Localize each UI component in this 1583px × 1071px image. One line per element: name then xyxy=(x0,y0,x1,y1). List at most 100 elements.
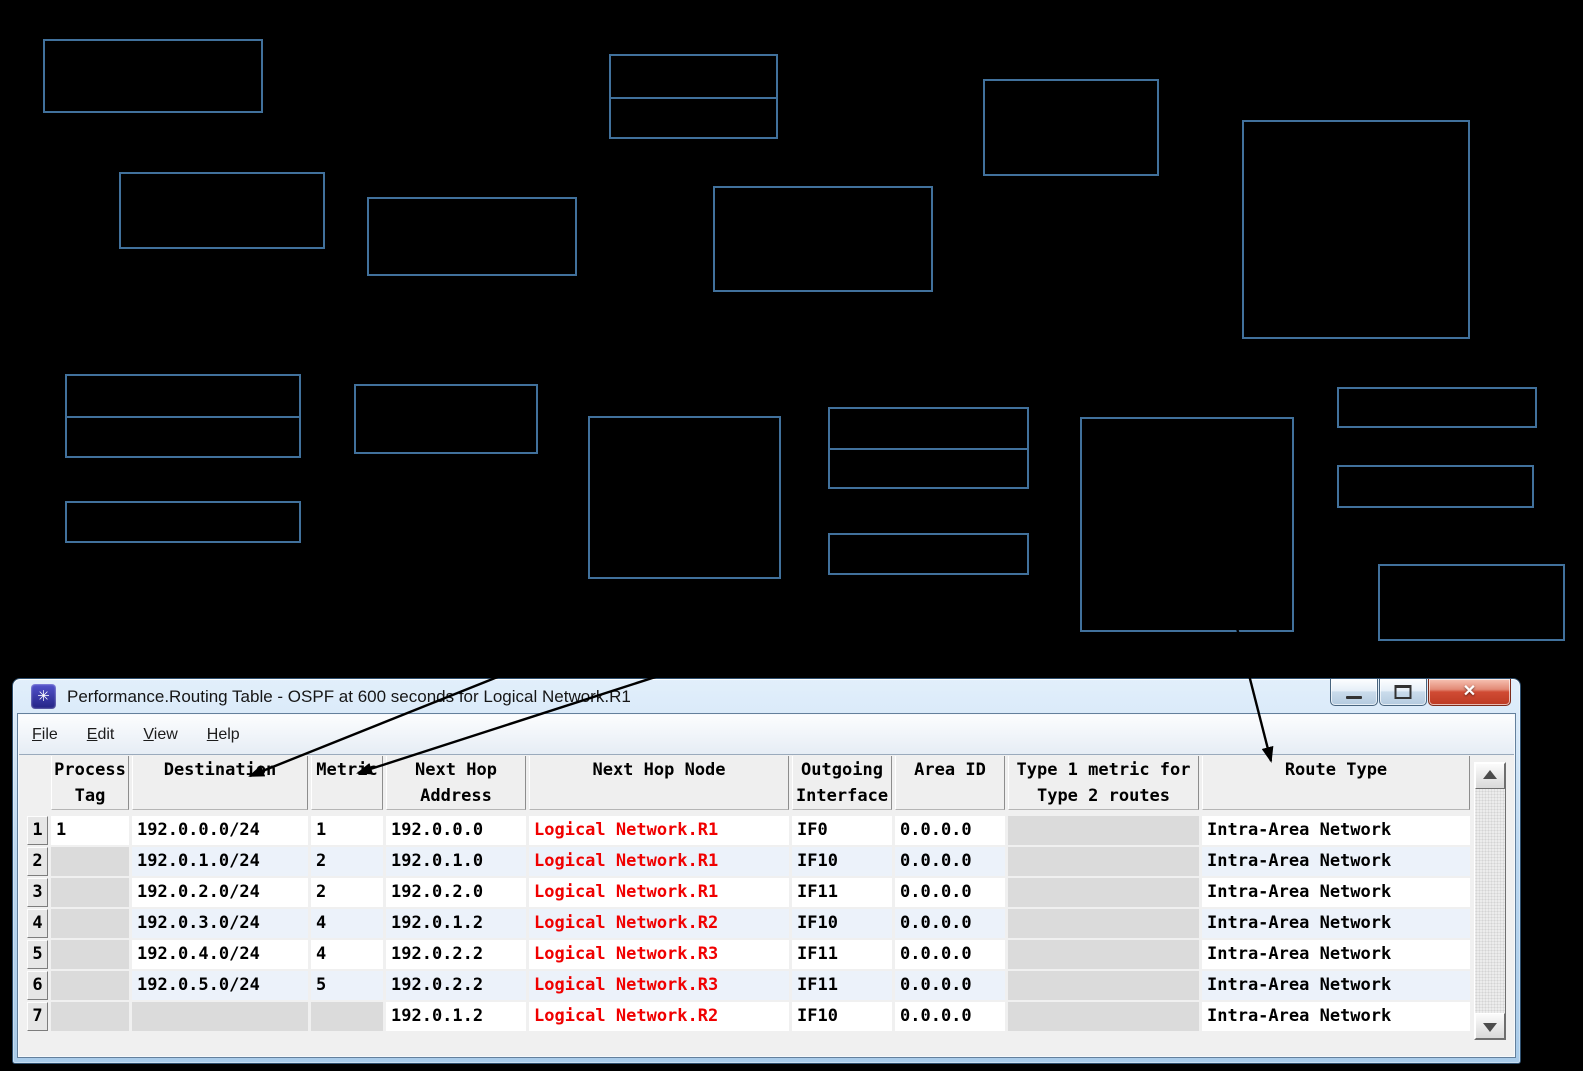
cell-destination: 192.0.5.0/24 xyxy=(132,971,308,1000)
topology-node[interactable] xyxy=(828,533,1029,575)
cell-metric: 2 xyxy=(311,878,383,907)
row-number-button[interactable]: 1 xyxy=(27,816,48,845)
scroll-down-icon xyxy=(1483,1023,1497,1032)
cell-route-type: Intra-Area Network xyxy=(1202,847,1470,876)
row-number-button[interactable]: 2 xyxy=(27,847,48,876)
menu-file[interactable]: File xyxy=(32,725,58,743)
cell-area-id: 0.0.0.0 xyxy=(895,971,1005,1000)
maximize-icon xyxy=(1394,685,1412,699)
topology-node[interactable] xyxy=(354,384,538,454)
cell-next-hop-node: Logical Network.R1 xyxy=(529,878,789,907)
scroll-up-icon xyxy=(1483,770,1497,779)
cell-outgoing: IF10 xyxy=(792,909,892,938)
cell-route-type: Intra-Area Network xyxy=(1202,816,1470,845)
topology-node[interactable] xyxy=(1378,564,1565,641)
cell-destination: 192.0.1.0/24 xyxy=(132,847,308,876)
column-header-route-type: Route Type xyxy=(1202,756,1470,810)
topology-node[interactable] xyxy=(65,501,301,543)
window-controls: ✕ xyxy=(1329,679,1511,706)
node-divider xyxy=(67,416,299,418)
topology-node[interactable] xyxy=(983,79,1159,176)
menu-help[interactable]: Help xyxy=(206,725,240,743)
cell-area-id: 0.0.0.0 xyxy=(895,816,1005,845)
cell-next-hop-node: Logical Network.R2 xyxy=(529,909,789,938)
cell-metric: 5 xyxy=(311,971,383,1000)
topology-node[interactable] xyxy=(1337,387,1537,428)
topology-node[interactable] xyxy=(609,54,778,139)
row-number-button[interactable]: 7 xyxy=(27,1002,48,1031)
cell-next-hop: 192.0.1.2 xyxy=(386,1002,526,1031)
cell-type-1-metric-for xyxy=(1008,909,1199,938)
cell-next-hop: 192.0.2.2 xyxy=(386,971,526,1000)
row-number-button[interactable]: 4 xyxy=(27,909,48,938)
topology-node[interactable] xyxy=(119,172,325,249)
starburst-icon: ✳ xyxy=(37,688,50,705)
topology-node[interactable] xyxy=(367,197,577,276)
topology-node[interactable] xyxy=(713,186,933,292)
cell-next-hop: 192.0.2.2 xyxy=(386,940,526,969)
minimize-button[interactable] xyxy=(1330,679,1378,706)
cell-route-type: Intra-Area Network xyxy=(1202,909,1470,938)
window-title: Performance.Routing Table - OSPF at 600 … xyxy=(67,687,631,706)
topology-node[interactable] xyxy=(1242,120,1470,339)
vertical-scrollbar[interactable] xyxy=(1474,762,1506,1040)
cell-type-1-metric-for xyxy=(1008,1002,1199,1031)
cell-metric: 1 xyxy=(311,816,383,845)
cell-area-id: 0.0.0.0 xyxy=(895,909,1005,938)
cell-outgoing: IF11 xyxy=(792,878,892,907)
cell-next-hop: 192.0.1.2 xyxy=(386,909,526,938)
cell-outgoing: IF10 xyxy=(792,847,892,876)
cell-outgoing: IF10 xyxy=(792,1002,892,1031)
table-corner xyxy=(27,756,48,814)
topology-node[interactable] xyxy=(43,39,263,113)
topology-node[interactable] xyxy=(1080,417,1294,632)
column-header-destination: Destination xyxy=(132,756,308,810)
cell-next-hop-node: Logical Network.R1 xyxy=(529,847,789,876)
cell-type-1-metric-for xyxy=(1008,847,1199,876)
cell-next-hop-node: Logical Network.R1 xyxy=(529,816,789,845)
column-header-metric: Metric xyxy=(311,756,383,810)
column-header-area-id: Area ID xyxy=(895,756,1005,810)
row-number-button[interactable]: 5 xyxy=(27,940,48,969)
row-number-button[interactable]: 6 xyxy=(27,971,48,1000)
cell-destination: 192.0.0.0/24 xyxy=(132,816,308,845)
scroll-down-button[interactable] xyxy=(1475,1013,1505,1039)
cell-destination xyxy=(132,1002,308,1031)
menu-edit[interactable]: Edit xyxy=(86,725,115,743)
cell-area-id: 0.0.0.0 xyxy=(895,940,1005,969)
topology-node[interactable] xyxy=(588,416,781,579)
close-button[interactable]: ✕ xyxy=(1428,679,1511,706)
topology-node[interactable] xyxy=(828,407,1029,489)
cell-type-1-metric-for xyxy=(1008,971,1199,1000)
scroll-up-button[interactable] xyxy=(1475,763,1505,789)
cell-next-hop: 192.0.1.0 xyxy=(386,847,526,876)
maximize-button[interactable] xyxy=(1379,679,1427,706)
cell-type-1-metric-for xyxy=(1008,816,1199,845)
row-number-button[interactable]: 3 xyxy=(27,878,48,907)
topology-node[interactable] xyxy=(65,374,301,458)
routing-table-window: ✳ Performance.Routing Table - OSPF at 60… xyxy=(12,678,1521,1064)
cell-destination: 192.0.2.0/24 xyxy=(132,878,308,907)
cell-next-hop-node: Logical Network.R3 xyxy=(529,940,789,969)
menu-view[interactable]: View xyxy=(143,725,178,743)
cell-process xyxy=(51,940,129,969)
title-bar[interactable]: ✳ Performance.Routing Table - OSPF at 60… xyxy=(13,679,1520,713)
topology-node[interactable] xyxy=(1337,465,1534,508)
cell-route-type: Intra-Area Network xyxy=(1202,1002,1470,1031)
cell-destination: 192.0.4.0/24 xyxy=(132,940,308,969)
cell-outgoing: IF11 xyxy=(792,971,892,1000)
app-icon: ✳ xyxy=(31,684,56,709)
cell-type-1-metric-for xyxy=(1008,878,1199,907)
cell-area-id: 0.0.0.0 xyxy=(895,878,1005,907)
cell-route-type: Intra-Area Network xyxy=(1202,940,1470,969)
cell-process xyxy=(51,878,129,907)
